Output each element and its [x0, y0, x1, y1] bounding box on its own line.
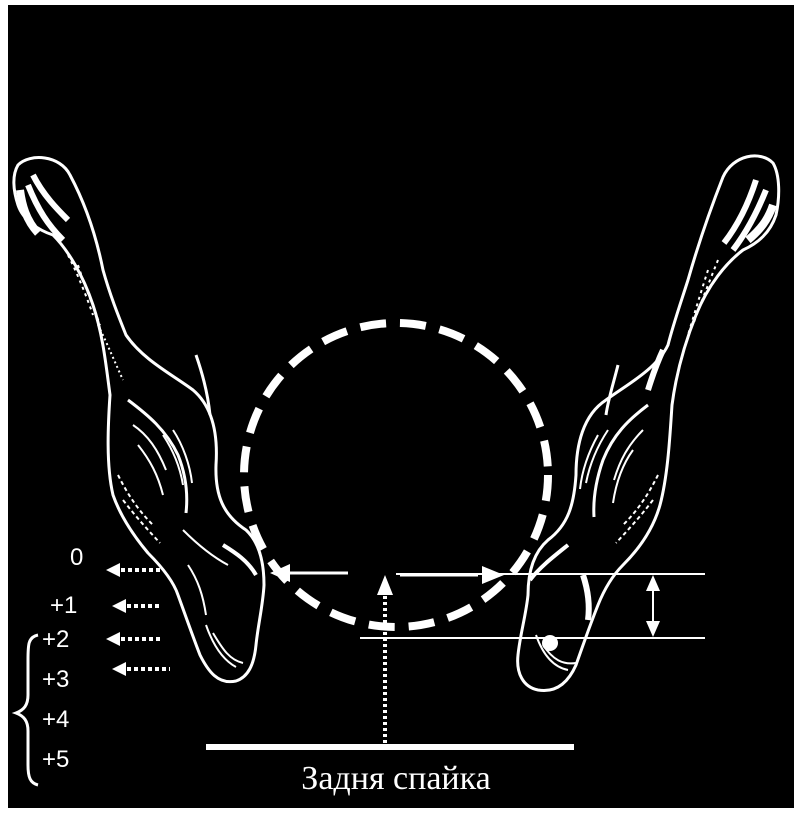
station-arrows: [106, 563, 170, 676]
station-label-2: +2: [42, 628, 69, 652]
station-label-5: +5: [42, 748, 69, 772]
station-brace: [16, 635, 38, 785]
station-arrow-1: [112, 599, 160, 613]
station-label-3: +3: [42, 668, 69, 692]
station-arrow-2: [106, 632, 160, 646]
station-arrow-0: [106, 563, 160, 577]
station-label-1: +1: [50, 594, 77, 618]
station-arrow-3: [112, 662, 170, 676]
diagram-frame: 0 +1 +2 +3 +4 +5 Задня спайка: [8, 5, 794, 808]
right-pelvic-bone: [518, 156, 779, 691]
posterior-commissure-arrow: [377, 575, 393, 743]
station-label-0: 0: [70, 546, 83, 570]
station-distance-arrow: [646, 575, 660, 637]
posterior-commissure-caption: Задня спайка: [256, 759, 536, 799]
pelvis-diagram: [8, 5, 794, 808]
station-label-4: +4: [42, 708, 69, 732]
